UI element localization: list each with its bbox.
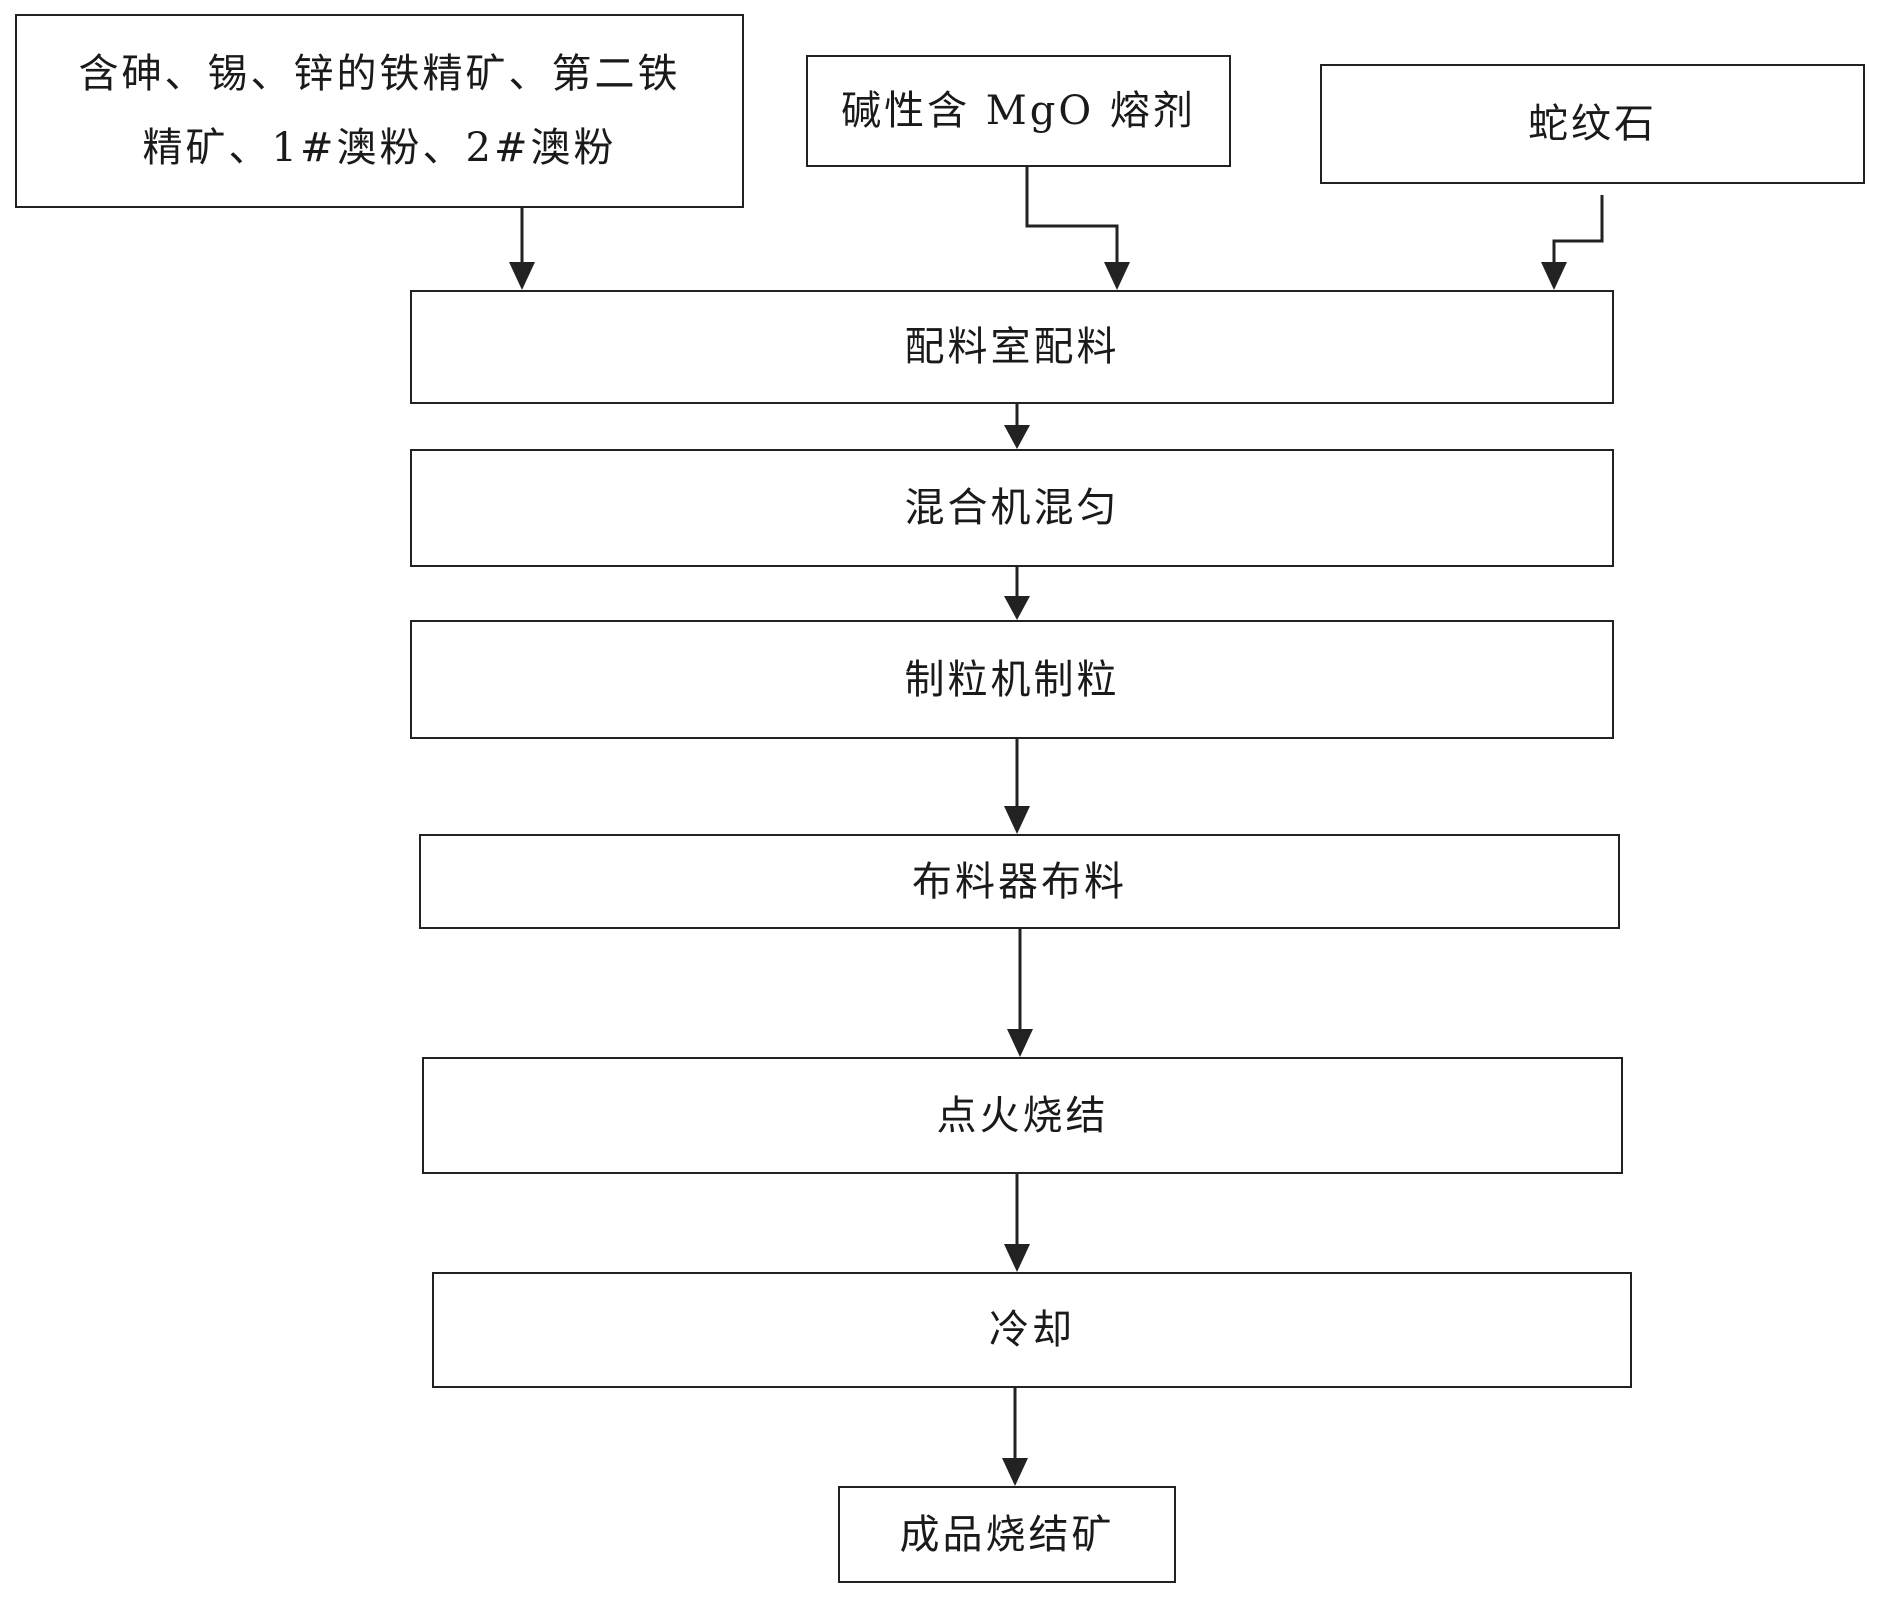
arrowhead-sintering — [1007, 1029, 1033, 1057]
step-batching-label: 配料室配料 — [904, 324, 1120, 370]
final-product-label: 成品烧结矿 — [899, 1511, 1115, 1558]
arrowhead-cooling — [1004, 1244, 1030, 1272]
arrowhead-distributing — [1004, 806, 1030, 834]
input-ore-blend-line1: 含砷、锡、锌的铁精矿、第二铁 — [78, 51, 681, 97]
input-flux: 碱性含 MgO 熔剂 — [806, 55, 1231, 167]
step-mixing: 混合机混匀 — [410, 449, 1614, 567]
step-distributing-label: 布料器布料 — [912, 858, 1127, 905]
arrow-flux-to-batching — [1025, 167, 1119, 284]
step-mixing-label: 混合机混匀 — [904, 485, 1120, 531]
step-granulating-label: 制粒机制粒 — [904, 656, 1120, 703]
input-ore-blend: 含砷、锡、锌的铁精矿、第二铁 精矿、1#澳粉、2#澳粉 — [15, 14, 744, 208]
arrowhead-mixing — [1004, 425, 1030, 449]
input-ore-blend-line2: 精矿、1#澳粉、2#澳粉 — [142, 125, 617, 171]
input-serpentine-label: 蛇纹石 — [1528, 101, 1657, 147]
step-batching: 配料室配料 — [410, 290, 1614, 404]
step-distributing: 布料器布料 — [419, 834, 1620, 929]
input-flux-label: 碱性含 MgO 熔剂 — [841, 88, 1196, 134]
step-cooling: 冷却 — [432, 1272, 1632, 1388]
arrowhead-flux — [1104, 262, 1130, 290]
final-product: 成品烧结矿 — [838, 1486, 1176, 1583]
arrowhead-ore — [509, 262, 535, 290]
step-sintering: 点火烧结 — [422, 1057, 1623, 1174]
arrowhead-serpentine — [1541, 262, 1567, 290]
arrow-serpentine-to-batching — [1552, 195, 1604, 284]
input-serpentine: 蛇纹石 — [1320, 64, 1865, 184]
step-sintering-label: 点火烧结 — [936, 1092, 1109, 1139]
step-cooling-label: 冷却 — [989, 1307, 1075, 1353]
arrowhead-granulating — [1004, 596, 1030, 620]
step-granulating: 制粒机制粒 — [410, 620, 1614, 739]
arrowhead-product — [1002, 1458, 1028, 1486]
